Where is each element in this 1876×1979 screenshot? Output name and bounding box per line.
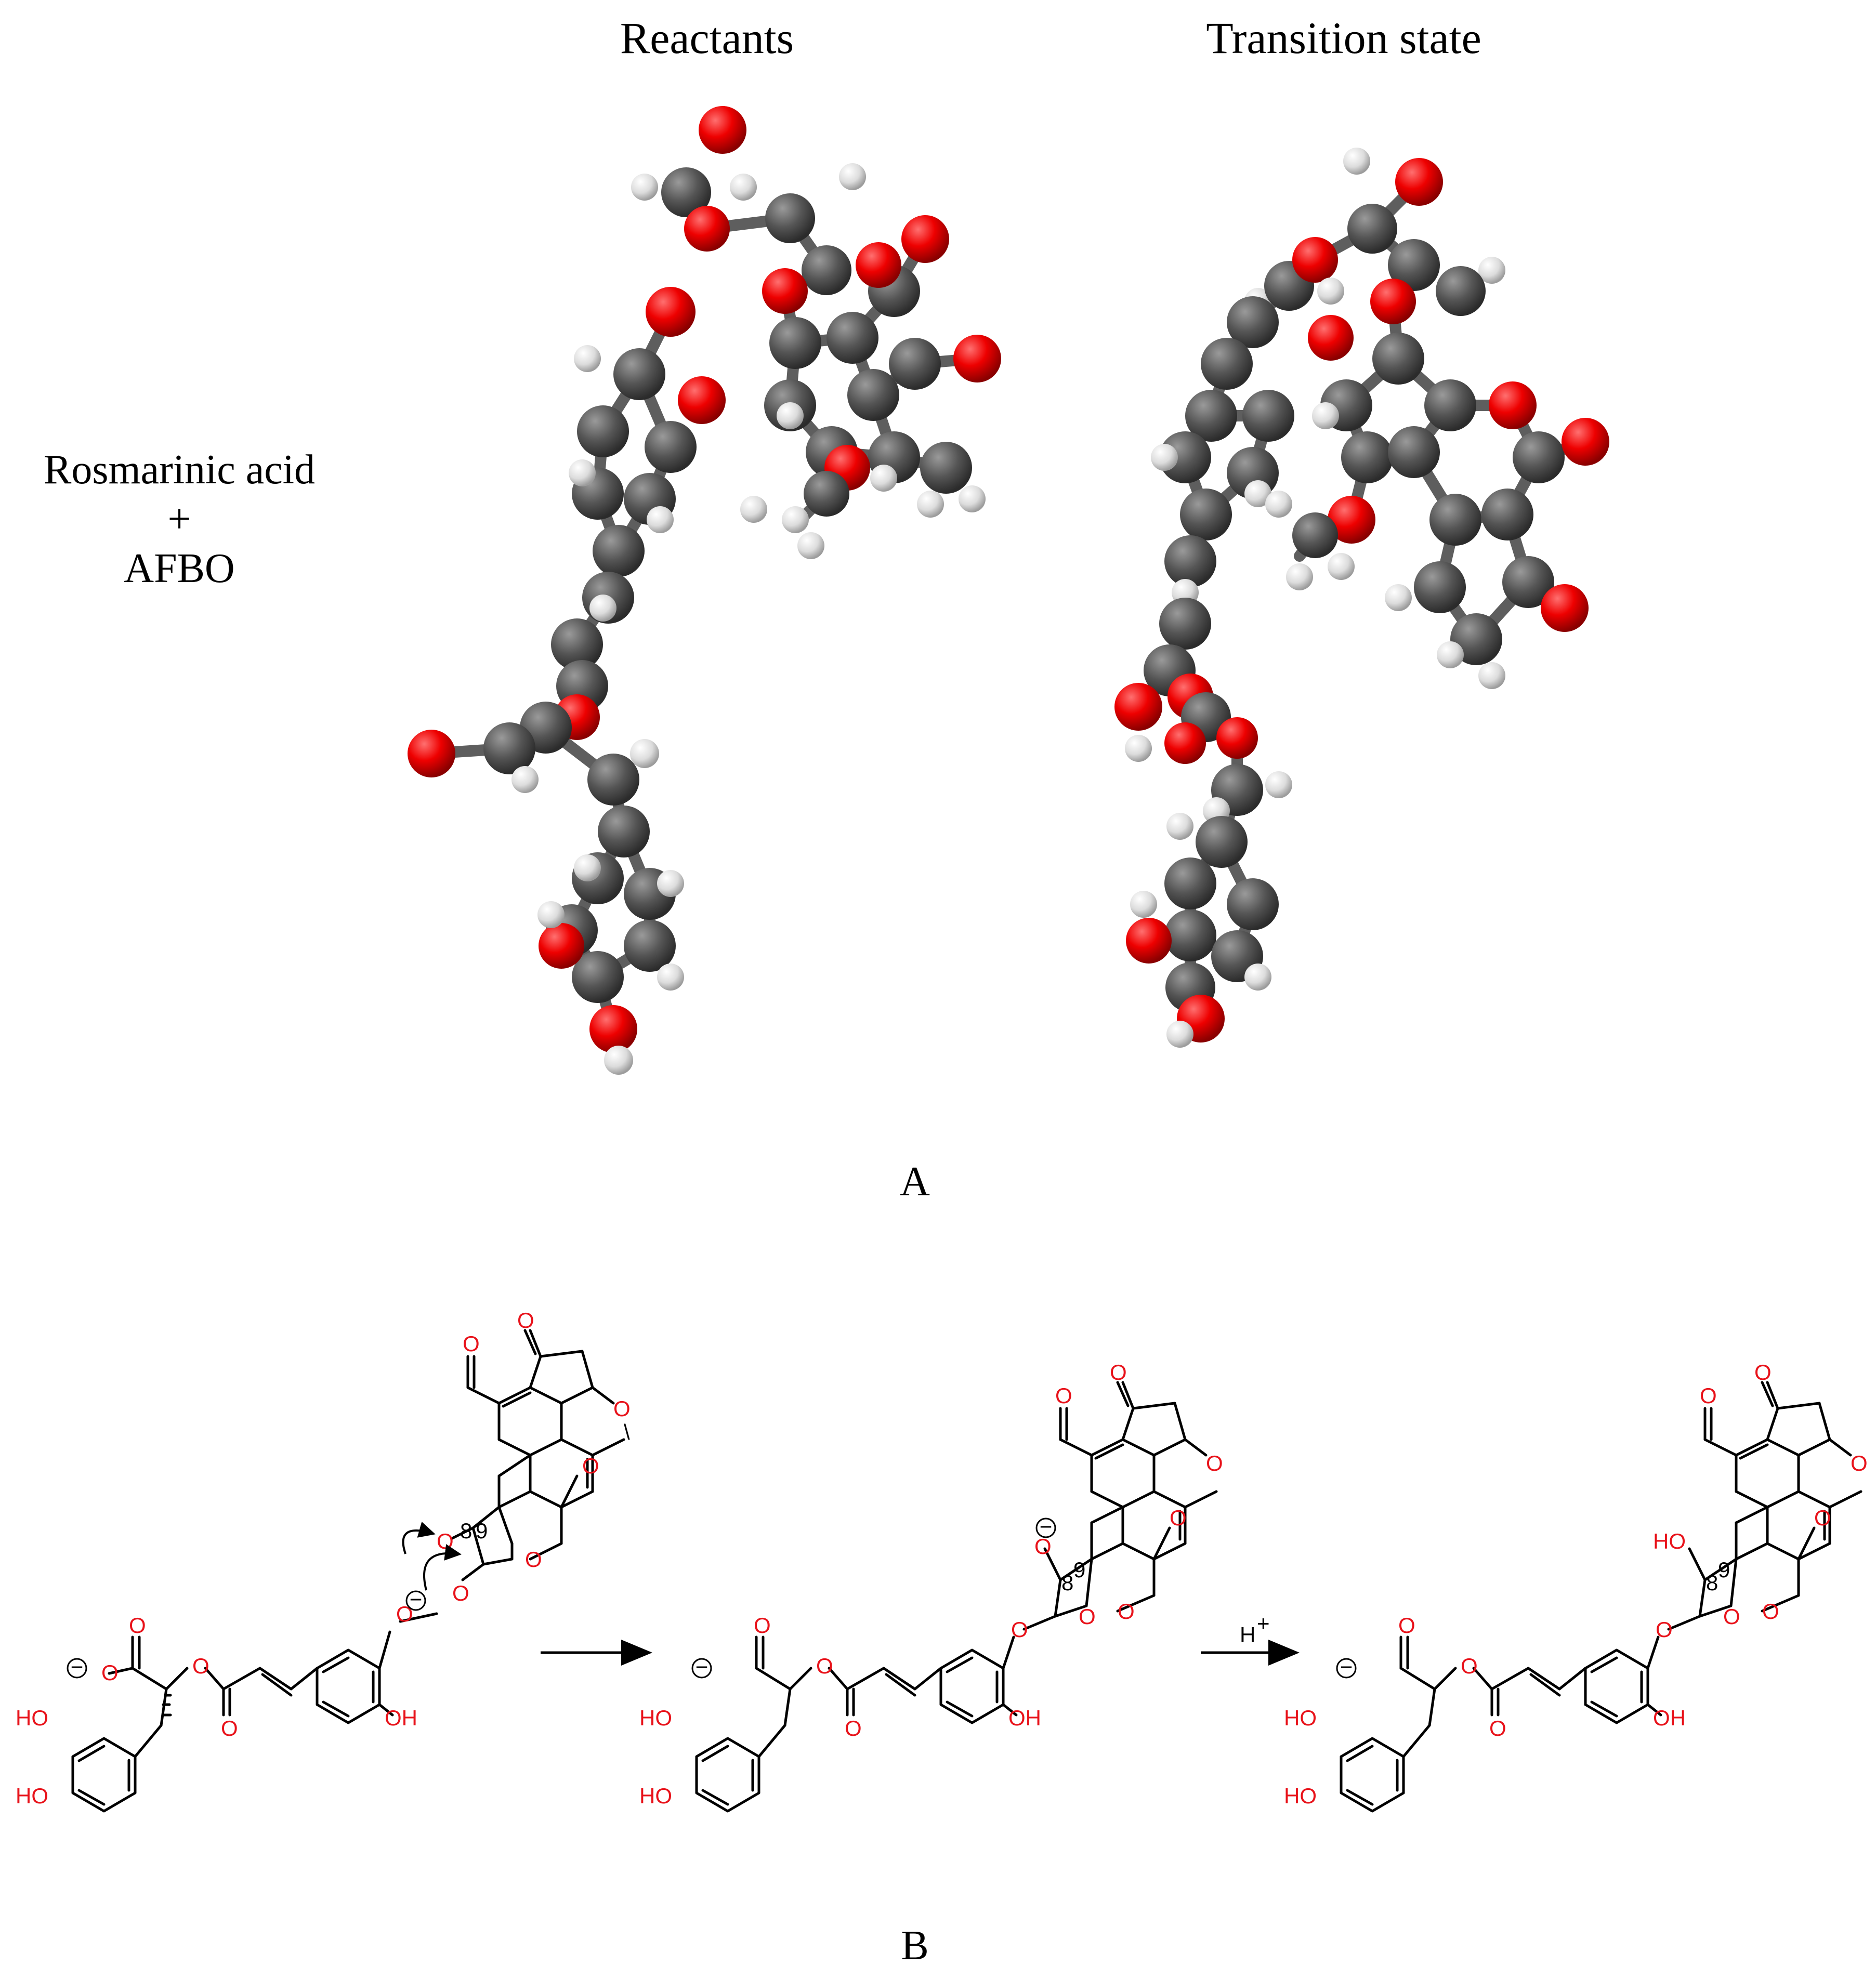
o-label: O (101, 1660, 119, 1685)
reagent-charge: + (1257, 1611, 1270, 1635)
scheme-molecule-intermediate: O O O O O O O O O O O OH HO HO 8 9 − − (639, 1360, 1223, 1813)
o-label: O (1055, 1383, 1072, 1408)
curved-arrow (423, 1544, 462, 1591)
transition-state-3d-model (1114, 148, 1609, 1048)
oh-label: OH (1008, 1706, 1041, 1730)
minus-sign: − (410, 1587, 423, 1612)
methyl-label: \ (624, 1420, 630, 1444)
o-label: O (754, 1613, 771, 1638)
ho-label: HO (1653, 1529, 1686, 1553)
o-label: O (525, 1547, 542, 1572)
o-label: O (463, 1331, 480, 1356)
o-label: O (1079, 1604, 1096, 1629)
panel-b-label: B (901, 1923, 928, 1969)
plus-sign: + (167, 496, 191, 542)
minus-sign: − (1040, 1514, 1053, 1539)
ho-label: HO (1284, 1784, 1317, 1808)
transition-state-title: Transition state (1206, 13, 1481, 63)
o-label: O (613, 1396, 631, 1421)
oh-label: OH (1653, 1706, 1686, 1730)
reactants-title: Reactants (620, 13, 794, 63)
negative-charge (1035, 1518, 1056, 1538)
o-label: O (845, 1716, 862, 1740)
o-label: O (221, 1716, 238, 1740)
o-label: O (1170, 1506, 1187, 1530)
oh-label: OH (385, 1706, 417, 1730)
locant-8: 8 (1061, 1571, 1073, 1595)
negative-charge (691, 1658, 712, 1679)
negative-charge (1336, 1658, 1357, 1679)
panel-a: Reactants Transition state Rosmarinic ac… (44, 13, 1609, 1205)
ho-label: HO (639, 1706, 672, 1730)
minus-sign: − (696, 1655, 709, 1679)
o-label: O (1851, 1451, 1868, 1475)
locant-8: 8 (460, 1519, 472, 1543)
ho-label: HO (1284, 1706, 1317, 1730)
negative-charge (67, 1658, 87, 1679)
o-label: O (1762, 1599, 1779, 1624)
panel-b: O O O O O O O O O O O O OH HO HO \ 8 9 −… (16, 1308, 1868, 1969)
locant-8: 8 (1706, 1571, 1718, 1595)
reactants-3d-model (408, 106, 1001, 1075)
curved-arrow (402, 1522, 436, 1554)
o-label: O (396, 1602, 413, 1626)
o-label: O (816, 1654, 833, 1678)
minus-sign: − (71, 1655, 84, 1679)
locant-9: 9 (476, 1519, 488, 1543)
o-label: O (192, 1654, 209, 1678)
negative-charge (405, 1590, 426, 1611)
ho-label: HO (16, 1784, 48, 1808)
o-label: O (1700, 1383, 1717, 1408)
o-label: O (1034, 1534, 1052, 1559)
o-label: O (1110, 1360, 1127, 1384)
reactant-name-afbo: AFBO (124, 546, 234, 591)
reagent-h: H (1240, 1622, 1255, 1647)
o-label: O (1754, 1360, 1772, 1384)
ho-label: HO (16, 1706, 48, 1730)
scheme-molecule-reactant: O O O O O O O O O O O O OH HO HO \ 8 9 −… (16, 1308, 631, 1813)
o-label: O (1723, 1604, 1740, 1629)
o-label: O (1118, 1599, 1135, 1624)
o-label: O (1398, 1613, 1415, 1638)
o-label: O (1489, 1716, 1506, 1740)
o-label: O (1656, 1617, 1673, 1642)
o-label: O (1461, 1654, 1478, 1678)
o-label: O (1814, 1506, 1831, 1530)
panel-a-label: A (900, 1159, 930, 1205)
scheme-molecule-product: O O O O O O O O O O HO OH HO HO 8 9 − (1284, 1360, 1868, 1813)
o-label: O (452, 1581, 469, 1605)
o-label: O (1206, 1451, 1223, 1475)
o-label: O (129, 1613, 146, 1638)
o-label: O (582, 1454, 599, 1478)
o-label: O (437, 1529, 454, 1553)
o-label: O (517, 1308, 534, 1332)
minus-sign: − (1340, 1655, 1353, 1679)
locant-9: 9 (1073, 1558, 1085, 1582)
reactant-name-rosmarinic-acid: Rosmarinic acid (44, 447, 315, 493)
locant-9: 9 (1718, 1558, 1730, 1582)
ho-label: HO (639, 1784, 672, 1808)
o-label: O (1011, 1617, 1028, 1642)
